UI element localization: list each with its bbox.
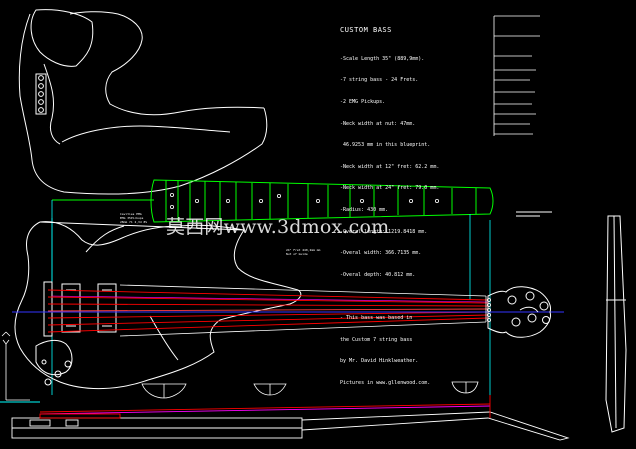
credit-line: - This bass was based in	[340, 314, 413, 321]
bridge	[43, 281, 53, 337]
pickups	[61, 283, 117, 333]
main-body-outline	[14, 221, 302, 389]
notes-title: CUSTOM BASS	[340, 26, 392, 35]
watermark: 莫西网www.3dmox.com	[166, 216, 390, 238]
fret-inlays	[169, 192, 439, 209]
spec-line: -Radius: 430 mm.	[340, 207, 389, 214]
headstock	[487, 286, 551, 338]
spec-line: 46.9253 mm in this blueprint.	[340, 142, 431, 149]
bottom-neck-profile	[0, 395, 570, 441]
side-view	[516, 211, 627, 433]
fretboard-top	[52, 179, 494, 223]
spec-line: -Overal depth: 40.812 mm.	[340, 271, 416, 278]
spec-line: -Scale Length 35" (889,9mm).	[340, 55, 425, 62]
spec-line: -7 string bass - 24 Frets.	[340, 77, 419, 84]
spec-line: -Overal length: 1219.8418 mm.	[340, 228, 428, 235]
spec-line: -Overal width: 366.7135 mm.	[340, 250, 422, 257]
spec-line: -Neck width at nut: 47mm.	[340, 120, 416, 127]
notes-scale-bars	[493, 15, 540, 136]
spec-line: -Neck width at 12" fret: 62.2 mm.	[340, 163, 440, 170]
neck-front	[119, 284, 487, 337]
top-tuners	[35, 73, 47, 115]
credit-line: Pictures in www.gllenwood.com.	[340, 379, 431, 386]
body-cavity-note: Cavities EMG EMG 35Pickups 28mm 71 2,3d …	[120, 212, 148, 224]
ucs-axis-icon	[1, 331, 30, 401]
neck-fret-note: 24" Fret 440,2mm mm Nut of Guide	[286, 248, 321, 256]
neck-profiles	[141, 381, 479, 399]
credit-line: the Custom 7 string bass	[340, 336, 413, 343]
spec-notes: CUSTOM BASS -Scale Length 35" (889,9mm).…	[340, 12, 480, 394]
spec-line: -Neck width at 24" fret: 79.0 mm.	[340, 185, 440, 192]
top-body-outline	[18, 9, 268, 195]
strings	[12, 289, 564, 333]
nut-markers	[486, 297, 491, 322]
control-knobs	[41, 359, 72, 386]
credit-line: by Mr. David Hinklweather.	[340, 358, 419, 365]
spec-line: -2 EMG Pickups.	[340, 99, 386, 106]
